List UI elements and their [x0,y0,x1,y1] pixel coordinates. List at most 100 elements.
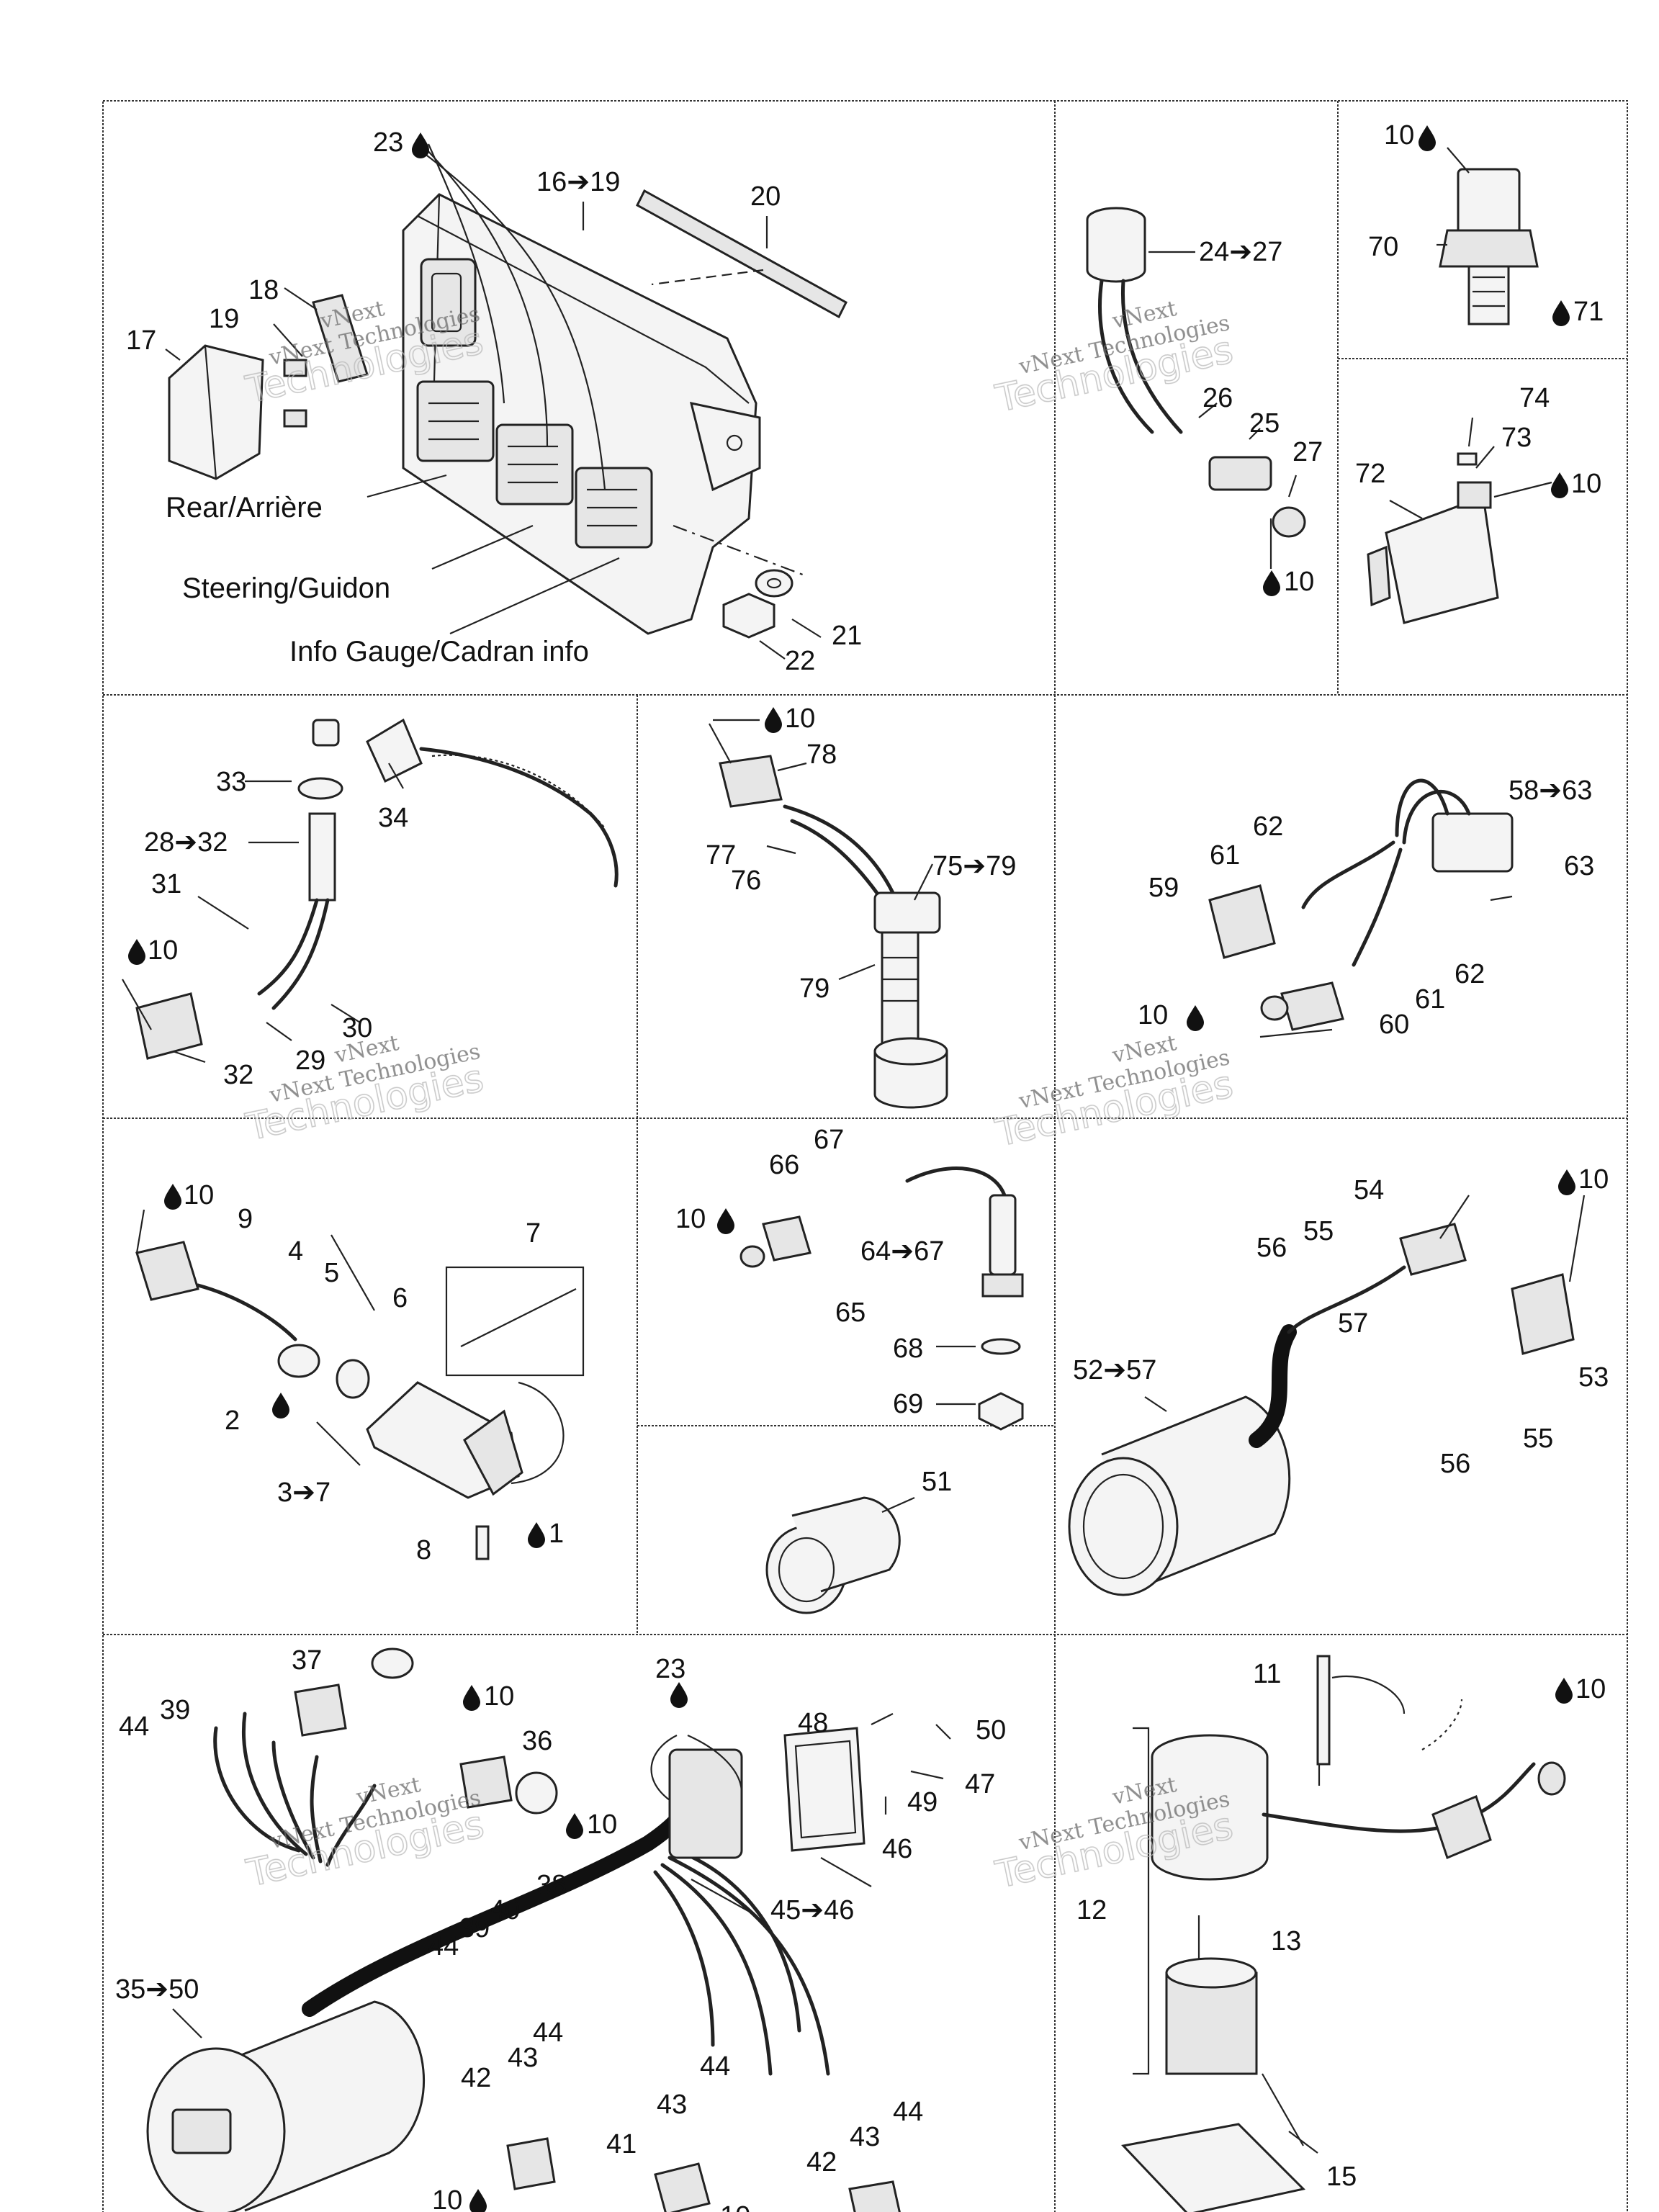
callout: 68 [893,1334,923,1364]
callout: 10 [148,935,178,966]
callout: 26 [1202,383,1233,413]
callout: 71 [1573,297,1604,327]
callout: 44 [700,2051,730,2082]
callout: 53 [1578,1362,1609,1393]
callout: 10 [587,1809,617,1840]
callout: 75➔79 [932,851,1016,881]
callout: 57 [1338,1308,1368,1339]
panel-gauge-52-57 [1068,1195,1586,1596]
callout: 61 [1210,840,1240,871]
panel-sensor-70 [1437,147,1539,325]
callout: 1 [549,1519,564,1549]
callout: 41 [606,2129,637,2159]
callout: 10 [1284,567,1314,597]
callout: 45➔46 [770,1895,854,1925]
callout: 19 [209,304,239,334]
callout: 44 [893,2097,923,2127]
callout: 55 [1303,1216,1334,1246]
callout: 48 [798,1708,828,1738]
callout: 46 [882,1834,912,1864]
panel-grid [102,100,1628,2212]
callout: 43 [508,2043,538,2073]
callout: 56 [1440,1449,1470,1479]
caption-steering: Steering/Guidon [182,572,390,604]
callout: 55 [1523,1424,1553,1454]
callout: 20 [750,181,781,212]
callout: 10 [1578,1164,1609,1195]
callout: 10 [785,703,815,734]
callout: 37 [292,1645,322,1676]
panel-harness-35-50 [146,1647,951,2212]
callout: 74 [1519,383,1550,413]
callout: 78 [806,739,837,770]
callout: 62 [1253,811,1283,842]
panel-switch-28-32 [122,718,619,1064]
callout: 38 [536,1870,567,1900]
callout: 65 [835,1298,866,1328]
callout: 56 [1256,1233,1287,1263]
callout: 8 [416,1535,431,1565]
callout: 61 [1415,984,1445,1015]
callout: 44 [428,1931,459,1961]
callout: 52➔57 [1073,1355,1156,1385]
callout: 10 [1571,469,1601,499]
callout: 10 [432,2185,462,2212]
callout: 23 [655,1654,685,1684]
panel-fuel-unit-12 [1121,1655,1566,2212]
callout: 70 [1368,232,1398,262]
callout: 77 [706,840,736,871]
callout: 10 [1384,120,1414,150]
caption-rear: Rear/Arrière [166,492,323,523]
watermark-b: vNext vNext Technologies Technologies [992,296,1238,422]
callout: 58➔63 [1509,775,1592,806]
callout: 54 [1354,1175,1384,1205]
callout: 76 [731,866,761,896]
callout: 66 [769,1150,799,1180]
panel-captions: Rear/Arrière Steering/Guidon Info Gauge/… [166,492,589,667]
callout: 10 [184,1180,214,1210]
callout: 10 [720,2201,750,2212]
callout: 12 [1076,1895,1107,1925]
callout: 69 [893,1389,923,1419]
callout: 21 [832,621,862,651]
callout: 42 [806,2147,837,2177]
callout: 24➔27 [1199,237,1282,267]
panel-ecu [165,143,848,660]
callout: 34 [378,803,408,833]
callout: 67 [814,1125,844,1155]
callout: 3➔7 [277,1478,331,1508]
callout: 7 [526,1218,541,1249]
callout: 44 [119,1712,149,1742]
caption-info-gauge: Info Gauge/Cadran info [289,636,589,667]
callout: 47 [965,1769,995,1799]
panel-throttle-3-7 [135,1209,585,1560]
callout: 2 [225,1406,240,1436]
callout: 4 [288,1236,303,1267]
callout: 10 [484,1681,514,1712]
callout: 59 [1148,873,1179,903]
callout: 73 [1501,423,1532,453]
callout: 51 [922,1467,952,1497]
callout: 23 [373,127,403,158]
panel-sensor-24-27 [1086,207,1306,569]
callout: 10 [1575,1674,1606,1704]
callout: 13 [1271,1926,1301,1956]
callout: 16➔19 [536,167,620,197]
callout: 10 [675,1204,706,1234]
panel-bezel-51 [765,1496,915,1614]
callout: 29 [295,1046,325,1076]
callout: 42 [461,2063,491,2093]
callout: 39 [459,1913,490,1943]
callout: 18 [248,275,279,305]
panel-module-58-63 [1208,778,1514,1038]
callout-labels: 23 16➔19 20 18 19 17 21 22 24➔27 26 25 2… [115,120,1609,2212]
callout: 27 [1292,437,1323,467]
callout: 49 [907,1787,938,1817]
callout: 72 [1355,459,1385,489]
callout: 15 [1326,2162,1357,2192]
callout: 17 [126,325,156,356]
callout: 43 [850,2122,880,2152]
callout: 64➔67 [860,1236,944,1267]
callout: 11 [1253,1659,1281,1689]
